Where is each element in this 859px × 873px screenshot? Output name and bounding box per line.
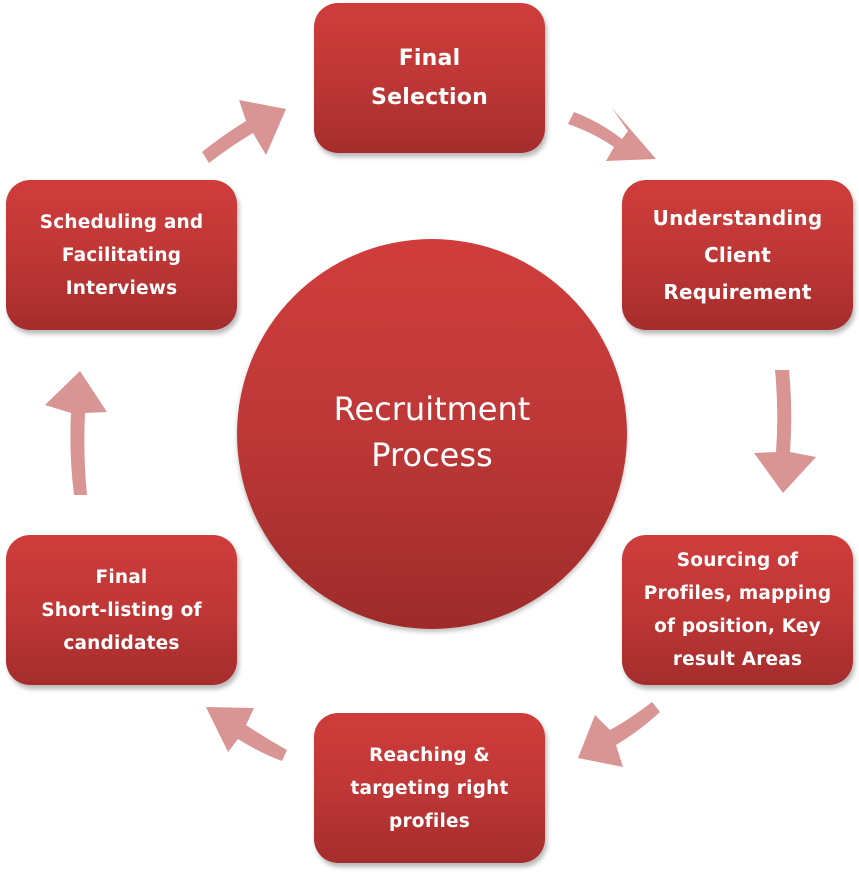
center-circle: Recruitment Process (237, 239, 627, 629)
step-understanding-client-requirement: Understanding Client Requirement (622, 180, 853, 330)
step-label: Understanding Client Requirement (652, 205, 823, 304)
arrow-final-selection-to-understanding (568, 108, 656, 161)
arrow-reaching-to-shortlisting (206, 707, 287, 761)
step-label: Reaching & targeting right profiles (350, 744, 509, 832)
step-reaching-targeting: Reaching & targeting right profiles (314, 713, 545, 863)
arrow-shortlisting-to-scheduling (45, 371, 107, 495)
step-final-shortlisting: Final Short-listing of candidates (6, 535, 237, 685)
step-label: Sourcing of Profiles, mapping of positio… (643, 550, 832, 670)
arrow-understanding-to-sourcing (754, 370, 816, 493)
arrow-sourcing-to-reaching (578, 702, 660, 767)
step-label: Scheduling and Facilitating Interviews (39, 211, 204, 299)
center-title: Recruitment Process (333, 390, 531, 474)
step-final-selection: Final Selection (314, 3, 545, 153)
step-sourcing-profiles: Sourcing of Profiles, mapping of positio… (622, 535, 853, 685)
arrow-scheduling-to-final-selection (202, 100, 286, 163)
step-label: Final Short-listing of candidates (41, 566, 202, 654)
step-label: Final Selection (371, 46, 488, 110)
step-scheduling-interviews: Scheduling and Facilitating Interviews (6, 180, 237, 330)
